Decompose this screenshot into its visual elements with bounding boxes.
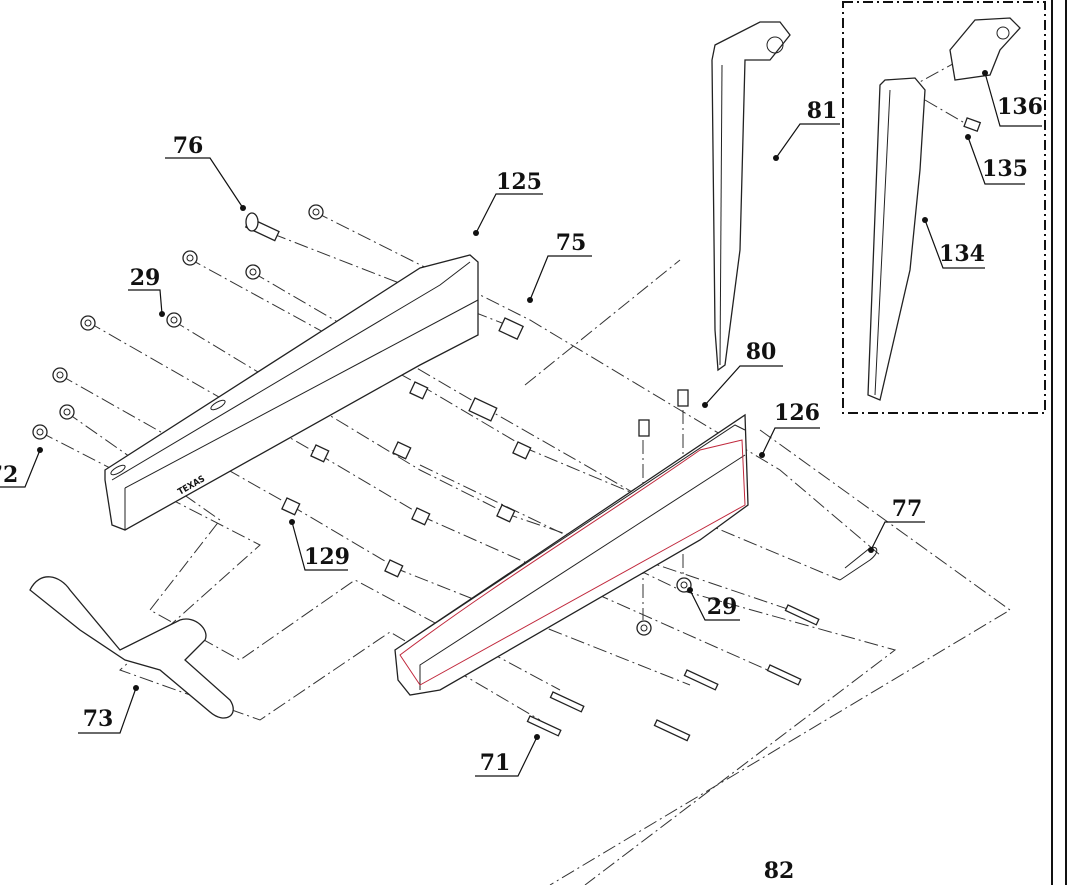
bolt bbox=[683, 669, 719, 691]
callout-136: 136 bbox=[982, 70, 1043, 127]
svg-text:73: 73 bbox=[83, 706, 114, 732]
svg-text:77: 77 bbox=[892, 496, 923, 522]
callout-135: 135 bbox=[965, 134, 1028, 185]
nut bbox=[59, 404, 75, 420]
svg-text:125: 125 bbox=[496, 169, 542, 195]
handle-134 bbox=[867, 77, 926, 401]
callout-126: 126 bbox=[759, 400, 820, 458]
callout-134: 134 bbox=[922, 217, 985, 269]
spacer bbox=[281, 497, 301, 516]
callout-75: 75 bbox=[527, 230, 592, 303]
bolt bbox=[549, 691, 585, 713]
callout-80: 80 bbox=[702, 339, 783, 408]
svg-text:129: 129 bbox=[304, 544, 350, 570]
spacer bbox=[409, 381, 429, 400]
callout-77: 77 bbox=[868, 496, 925, 553]
nut bbox=[166, 312, 182, 328]
callout-129: 129 bbox=[289, 519, 350, 571]
rail-125: TEXAS bbox=[104, 254, 479, 531]
svg-text:71: 71 bbox=[480, 750, 511, 776]
highlight-outline bbox=[399, 439, 746, 686]
callout-29-lower: 29 bbox=[687, 587, 740, 621]
grip-136 bbox=[949, 17, 1021, 81]
bolt bbox=[677, 389, 689, 407]
bar-73 bbox=[29, 576, 234, 719]
svg-text:134: 134 bbox=[939, 241, 985, 267]
svg-text:135: 135 bbox=[982, 156, 1028, 182]
spacer bbox=[512, 441, 532, 460]
handle-81 bbox=[711, 21, 791, 372]
pin-76 bbox=[244, 212, 280, 242]
nut bbox=[80, 315, 96, 331]
callout-81: 81 bbox=[773, 98, 840, 161]
pin-135 bbox=[963, 117, 982, 132]
callout-73: 73 bbox=[78, 685, 139, 734]
svg-text:29: 29 bbox=[130, 265, 161, 291]
spacer bbox=[310, 444, 330, 463]
svg-text:126: 126 bbox=[774, 400, 820, 426]
callout-125: 125 bbox=[473, 169, 543, 236]
hardware bbox=[32, 204, 878, 742]
nut bbox=[245, 264, 261, 280]
svg-text:136: 136 bbox=[997, 94, 1043, 120]
nut bbox=[182, 250, 198, 266]
callout-72: 72 bbox=[0, 447, 43, 488]
callout-71: 71 bbox=[475, 734, 540, 777]
svg-text:29: 29 bbox=[707, 594, 738, 620]
svg-text:81: 81 bbox=[807, 98, 838, 124]
detail-box bbox=[842, 1, 1046, 414]
bolt bbox=[766, 664, 802, 686]
spacer bbox=[496, 504, 516, 523]
spacer bbox=[498, 317, 524, 341]
nut bbox=[636, 620, 652, 636]
nut bbox=[52, 367, 68, 383]
svg-text:75: 75 bbox=[556, 230, 587, 256]
rail-126 bbox=[394, 413, 749, 696]
bolt bbox=[526, 715, 562, 737]
callout-29: 29 bbox=[128, 265, 165, 317]
bolt bbox=[638, 419, 650, 437]
svg-text:72: 72 bbox=[0, 462, 18, 488]
callout-76: 76 bbox=[165, 133, 246, 211]
spacer bbox=[392, 441, 412, 460]
spacer bbox=[384, 559, 404, 578]
spacer bbox=[468, 397, 498, 422]
bolt bbox=[653, 719, 691, 742]
nut bbox=[32, 424, 48, 440]
callout-82: 82 bbox=[764, 858, 795, 884]
bolt bbox=[784, 604, 820, 626]
svg-text:82: 82 bbox=[764, 858, 795, 884]
spacer bbox=[411, 507, 431, 526]
svg-text:76: 76 bbox=[173, 133, 204, 159]
svg-text:80: 80 bbox=[746, 339, 777, 365]
nut bbox=[308, 204, 324, 220]
